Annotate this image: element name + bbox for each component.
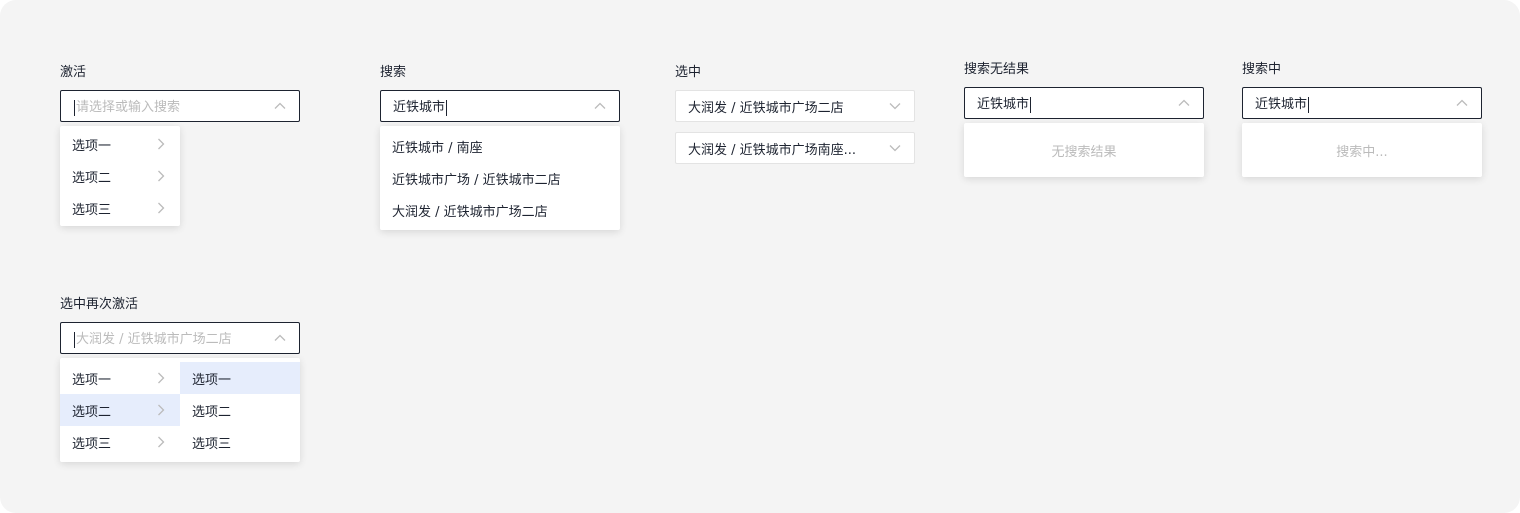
menu-level-2: 选项一 选项二 选项三 <box>180 362 300 458</box>
input-value: 大润发 / 近铁城市广场南座... <box>688 142 857 158</box>
dropdown-reactivate: 选项一 选项二 选项三 选项一 选项二 选项三 <box>60 358 300 462</box>
option-label: 选项三 <box>72 436 112 452</box>
label-search: 搜索 <box>380 65 407 80</box>
label-searching: 搜索中 <box>1242 62 1282 77</box>
cascader-input-active[interactable]: 请选择或输入搜索 <box>60 90 300 122</box>
label-reactivate: 选中再次激活 <box>60 297 139 312</box>
input-value: 近铁城市 <box>1255 97 1308 113</box>
label-no-result: 搜索无结果 <box>964 62 1030 77</box>
option-label: 选项三 <box>72 202 112 218</box>
chevron-up-icon <box>274 102 286 109</box>
label-active: 激活 <box>60 65 87 80</box>
chevron-up-icon <box>1456 99 1468 106</box>
menu-level-1: 选项一 选项二 选项三 <box>60 362 180 458</box>
dropdown-active: 选项一 选项二 选项三 <box>60 126 180 226</box>
chevron-right-icon <box>158 372 165 384</box>
cascader-input-selected[interactable]: 大润发 / 近铁城市广场二店 <box>675 90 915 122</box>
text-cursor <box>1030 96 1032 113</box>
cascader-input-search[interactable]: 近铁城市 <box>380 90 620 122</box>
chevron-right-icon <box>158 170 165 182</box>
dropdown-search-results: 近铁城市 / 南座 近铁城市广场 / 近铁城市二店 大润发 / 近铁城市广场二店 <box>380 126 620 230</box>
chevron-right-icon <box>158 436 165 448</box>
cascader-input-searching[interactable]: 近铁城市 <box>1242 87 1482 119</box>
search-result[interactable]: 近铁城市 / 南座 <box>392 140 483 156</box>
chevron-right-icon <box>158 404 165 416</box>
input-value: 大润发 / 近铁城市广场二店 <box>688 100 844 116</box>
text-cursor <box>1308 96 1310 113</box>
text-cursor <box>446 99 448 116</box>
cascader-input-no-result[interactable]: 近铁城市 <box>964 87 1204 119</box>
option[interactable]: 选项一 <box>60 128 180 160</box>
cascader-input-selected-truncated[interactable]: 大润发 / 近铁城市广场南座... <box>675 132 915 164</box>
cascader-input-reactivate[interactable]: 大润发 / 近铁城市广场二店 <box>60 322 300 354</box>
option[interactable]: 选项三 <box>192 436 232 452</box>
dropdown-no-result: 无搜索结果 <box>964 123 1204 177</box>
chevron-up-icon <box>274 334 286 341</box>
option-label: 选项二 <box>72 404 112 420</box>
chevron-up-icon <box>594 102 606 109</box>
option-selected[interactable]: 选项一 <box>180 362 300 394</box>
chevron-up-icon <box>1178 99 1190 106</box>
option[interactable]: 选项一 <box>60 362 180 394</box>
option-selected[interactable]: 选项二 <box>60 394 180 426</box>
loading-message: 搜索中... <box>1336 144 1388 160</box>
option[interactable]: 选项三 <box>60 426 180 458</box>
empty-message: 无搜索结果 <box>1051 144 1117 160</box>
chevron-right-icon <box>158 202 165 214</box>
option[interactable]: 选项二 <box>192 404 232 420</box>
chevron-right-icon <box>158 138 165 150</box>
input-value: 近铁城市 <box>977 97 1030 113</box>
label-selected: 选中 <box>675 65 702 80</box>
input-value: 近铁城市 <box>393 100 446 116</box>
search-result[interactable]: 大润发 / 近铁城市广场二店 <box>392 204 548 220</box>
option-label: 选项一 <box>72 372 112 388</box>
chevron-down-icon <box>889 103 901 110</box>
dropdown-searching: 搜索中... <box>1242 123 1482 177</box>
option[interactable]: 选项三 <box>60 192 180 224</box>
placeholder: 大润发 / 近铁城市广场二店 <box>76 332 232 348</box>
option-label: 选项二 <box>72 170 112 186</box>
text-cursor <box>74 99 75 116</box>
placeholder: 请选择或输入搜索 <box>76 100 181 116</box>
option[interactable]: 选项二 <box>60 160 180 192</box>
text-cursor <box>74 331 75 348</box>
option-label: 选项一 <box>72 138 112 154</box>
chevron-down-icon <box>889 145 901 152</box>
search-result[interactable]: 近铁城市广场 / 近铁城市二店 <box>392 172 561 188</box>
